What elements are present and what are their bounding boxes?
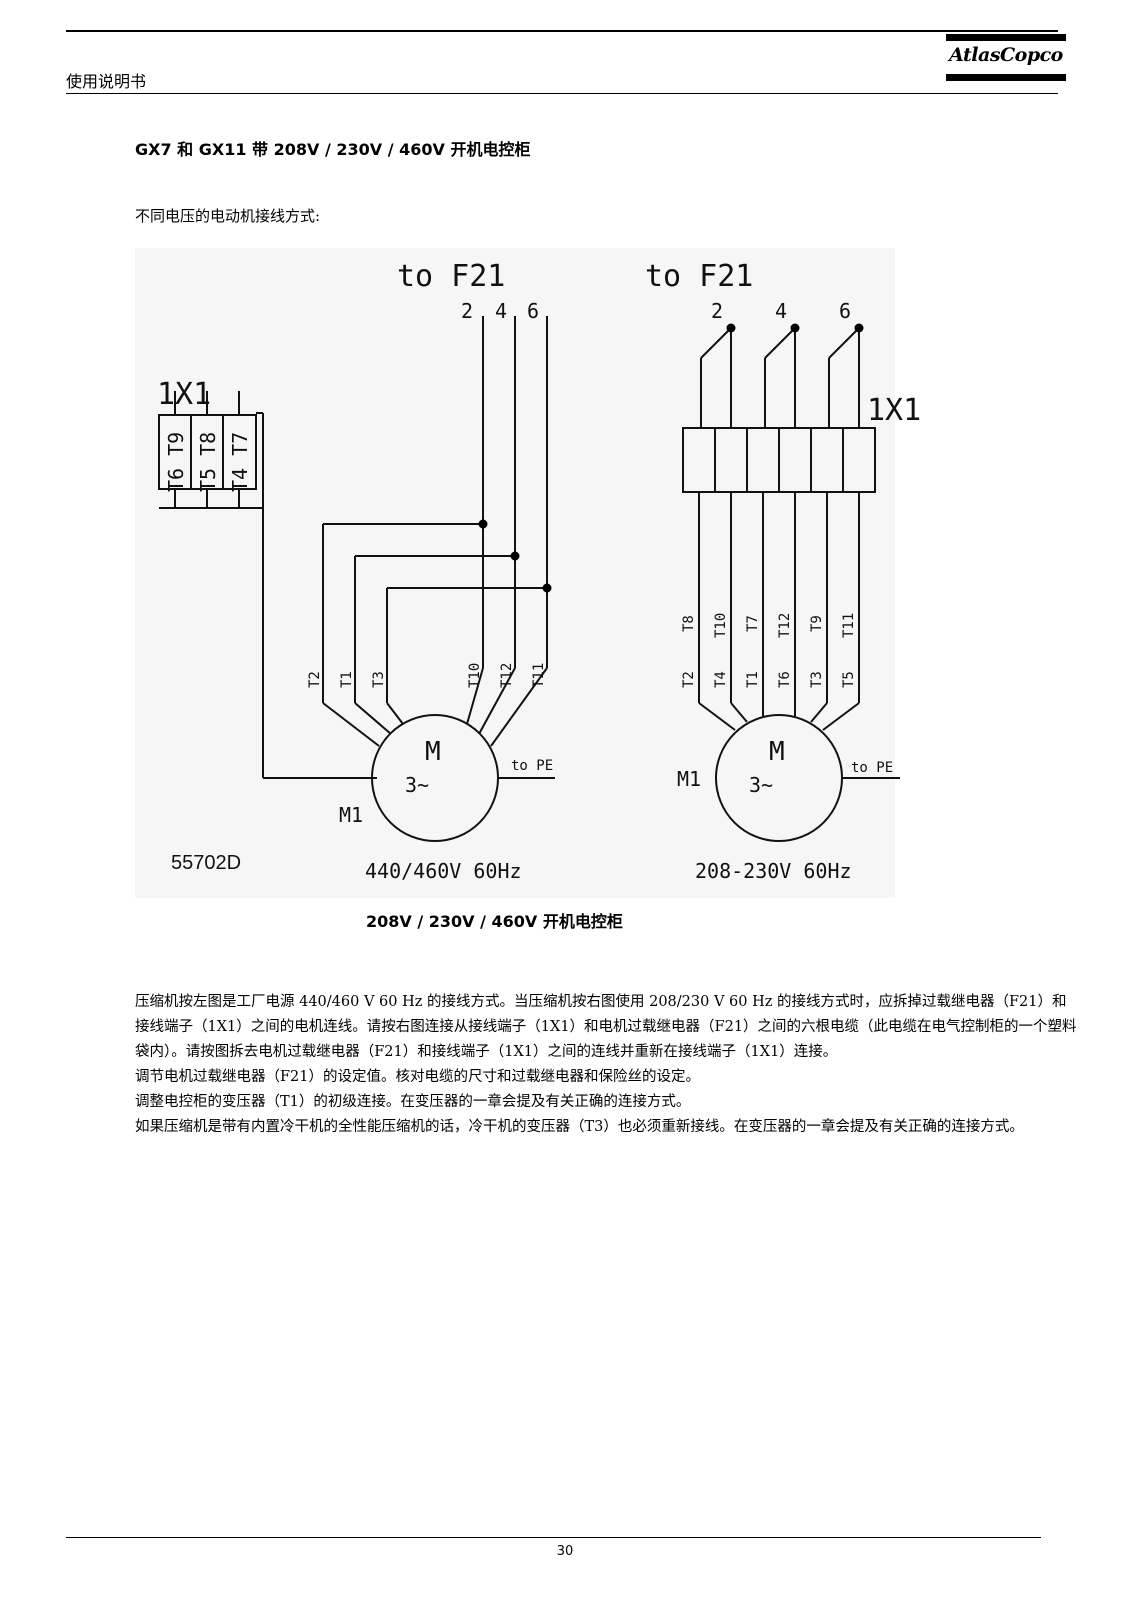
left-wire-label: T1 [339, 671, 355, 688]
left-terminal-number: 2 [461, 299, 473, 323]
drawing-number: 55702D [171, 852, 241, 874]
right-wire-label-top: T9 [809, 615, 825, 632]
left-wire-label: T10 [467, 663, 483, 688]
paragraph: 压缩机按左图是工厂电源 440/460 V 60 Hz 的接线方式。当压缩机按右… [135, 994, 1077, 1060]
left-block-cell: T5 T8 [196, 432, 220, 492]
diagram-caption: 208V / 230V / 460V 开机电控柜 [366, 912, 623, 931]
right-wire-label-bottom: T2 [681, 671, 697, 688]
page-number: 30 [556, 1544, 574, 1559]
right-terminal-number: 6 [839, 299, 851, 323]
wiring-diagram: to F21 2 4 6 1X1 T6 T9 T5 T8 T4 T7 T2 T1… [135, 248, 921, 898]
left-1x1-label: 1X1 [157, 377, 211, 412]
right-wire-label-bottom: T4 [713, 671, 729, 688]
right-voltage-label: 208-230V 60Hz [695, 859, 852, 883]
paragraph: 调节电机过载继电器（F21）的设定值。核对电缆的尺寸和过载继电器和保险丝的设定。 [135, 1069, 701, 1085]
logo-bottom-bar [946, 74, 1066, 81]
left-terminal-number: 4 [495, 299, 507, 323]
right-motor-symbol: M [769, 737, 785, 767]
right-wire-label-top: T12 [777, 613, 793, 638]
right-1x1-label: 1X1 [867, 393, 921, 428]
left-motor-symbol: M [425, 737, 441, 767]
right-wire-label-top: T10 [713, 613, 729, 638]
left-wire-label: T11 [531, 663, 547, 688]
body-text: 压缩机按左图是工厂电源 440/460 V 60 Hz 的接线方式。当压缩机按右… [135, 990, 1080, 1140]
right-wire-label-bottom: T1 [745, 671, 761, 688]
left-to-f21-label: to F21 [397, 259, 505, 294]
left-wire-label: T3 [371, 671, 387, 688]
section-title: GX7 和 GX11 带 208V / 230V / 460V 开机电控柜 [135, 140, 531, 159]
right-wire-label-bottom: T5 [841, 671, 857, 688]
left-block-cell: T6 T9 [164, 432, 188, 492]
header-top-rule [66, 30, 1058, 32]
left-motor-id: M1 [339, 803, 363, 827]
right-wire-label-bottom: T6 [777, 671, 793, 688]
paragraph: 调整电控柜的变压器（T1）的初级连接。在变压器的一章会提及有关正确的连接方式。 [135, 1094, 691, 1110]
paragraph: 如果压缩机是带有内置冷干机的全性能压缩机的话，冷干机的变压器（T3）也必须重新接… [135, 1119, 1024, 1135]
right-motor-phase: 3~ [749, 773, 773, 797]
right-terminal-number: 2 [711, 299, 723, 323]
left-motor-phase: 3~ [405, 773, 429, 797]
right-pe-label: to PE [851, 760, 893, 776]
right-wire-label-top: T7 [745, 615, 761, 632]
left-wire-label: T2 [307, 671, 323, 688]
footer-rule [66, 1537, 1041, 1538]
logo-top-bar [946, 34, 1066, 41]
right-wire-label-top: T11 [841, 613, 857, 638]
left-terminal-number: 6 [527, 299, 539, 323]
right-to-f21-label: to F21 [645, 259, 753, 294]
right-wire-label-top: T8 [681, 615, 697, 632]
header-bottom-rule [66, 93, 1058, 94]
left-wire-label: T12 [499, 663, 515, 688]
left-pe-label: to PE [511, 758, 553, 774]
atlas-copco-logo: AtlasCopco [946, 34, 1066, 88]
left-block-cell: T4 T7 [228, 432, 252, 492]
header-title: 使用说明书 [66, 72, 147, 91]
logo-text: AtlasCopco [949, 44, 1063, 66]
left-voltage-label: 440/460V 60Hz [365, 859, 522, 883]
right-motor-id: M1 [677, 767, 701, 791]
intro-text: 不同电压的电动机接线方式: [135, 207, 321, 225]
right-wire-label-bottom: T3 [809, 671, 825, 688]
right-terminal-number: 4 [775, 299, 787, 323]
